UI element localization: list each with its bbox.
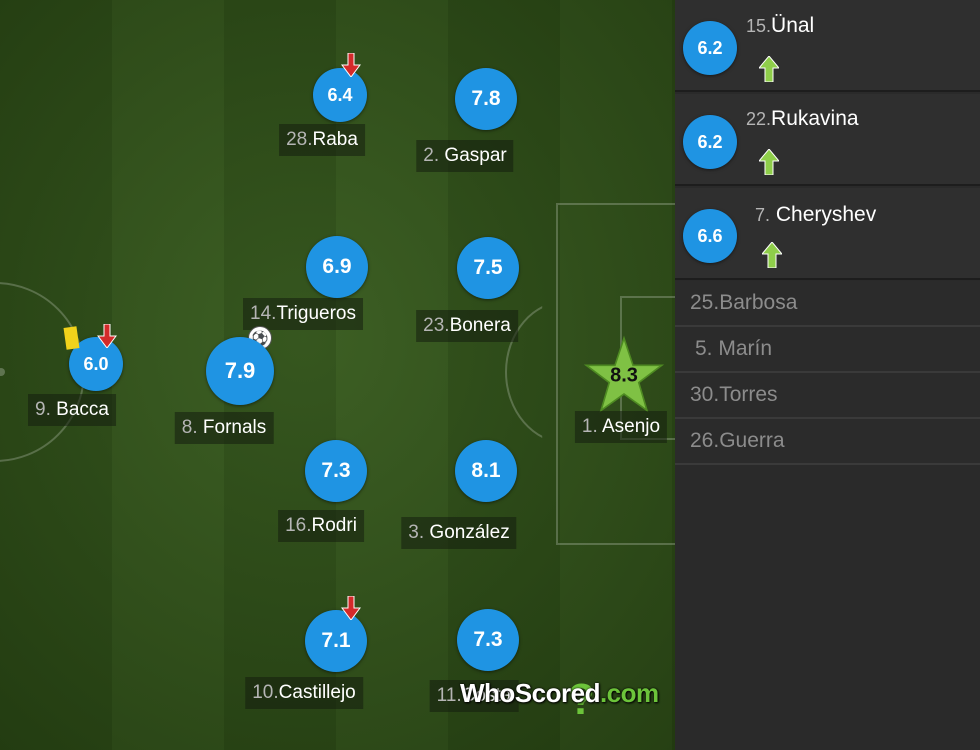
player-rating: 6.4 (313, 68, 367, 122)
player-name-label: 11.Costa (429, 680, 519, 712)
player-name-label: 16.Rodri (278, 510, 364, 542)
player-rating: 6.9 (306, 236, 368, 298)
bench-row[interactable]: 25.Barbosa (675, 281, 980, 327)
player-rating: 7.1 (305, 610, 367, 672)
substitute-name: 15.Ünal (746, 14, 815, 37)
substitute-row[interactable]: 6.6 7. Cheryshev (675, 188, 980, 280)
player-name-label: 10.Castillejo (245, 677, 363, 709)
player-rating: 8.1 (455, 440, 517, 502)
player-name-label: 23.Bonera (416, 310, 518, 342)
pitch: 6.4 28.Raba 7.8 2. Gaspar 6.9 14.Triguer… (0, 0, 675, 750)
player-name-label: 2. Gaspar (416, 140, 514, 172)
penalty-box (556, 203, 675, 545)
player-name-label: 1. Asenjo (574, 411, 668, 443)
center-spot (0, 368, 5, 376)
bench-row[interactable]: 26.Guerra (675, 419, 980, 465)
bench-player-name: 26.Guerra (690, 429, 785, 452)
player-rating: 7.9 (206, 337, 274, 405)
player-name-label: 3. González (401, 517, 517, 549)
player-rating: 7.3 (457, 609, 519, 671)
player-name-label: 14.Trigueros (243, 298, 363, 330)
bench-row[interactable]: 30.Torres (675, 373, 980, 419)
whoscored-watermark: WhoScored.com (460, 678, 659, 708)
substitute-row[interactable]: 6.2 22.Rukavina (675, 94, 980, 186)
player-rating: 8.3 (610, 364, 638, 387)
substitute-name: 7. Cheryshev (755, 203, 877, 226)
arrow-down-icon (97, 324, 117, 348)
yellow-card-icon (63, 326, 80, 350)
player-name-label: 28.Raba (279, 124, 365, 156)
bench-row[interactable]: 5. Marín (675, 327, 980, 373)
arrow-down-icon (341, 596, 361, 620)
arrow-up-icon (759, 56, 779, 82)
player-rating: 7.5 (457, 237, 519, 299)
substitutes-panel: 6.2 15.Ünal 6.2 22.Rukavina 6.6 7. Chery… (675, 0, 980, 750)
star-icon (583, 335, 665, 413)
substitute-row[interactable]: 6.2 15.Ünal (675, 0, 980, 92)
player-rating: 6.2 (683, 115, 737, 169)
player-name-label: 9. Bacca (28, 394, 116, 426)
substitute-name: 22.Rukavina (746, 107, 859, 130)
player-rating: 6.6 (683, 209, 737, 263)
arrow-up-icon (762, 242, 782, 268)
bench-player-name: 5. Marín (695, 337, 773, 360)
player-rating: 7.8 (455, 68, 517, 130)
arrow-down-icon (341, 53, 361, 77)
player-rating: 7.3 (305, 440, 367, 502)
bench-player-name: 25.Barbosa (690, 291, 798, 314)
player-name-label: 8. Fornals (174, 412, 274, 444)
player-rating: 6.2 (683, 21, 737, 75)
arrow-up-icon (759, 149, 779, 175)
bench-player-name: 30.Torres (690, 383, 778, 406)
whoscored-logo-icon: ? (568, 675, 595, 724)
